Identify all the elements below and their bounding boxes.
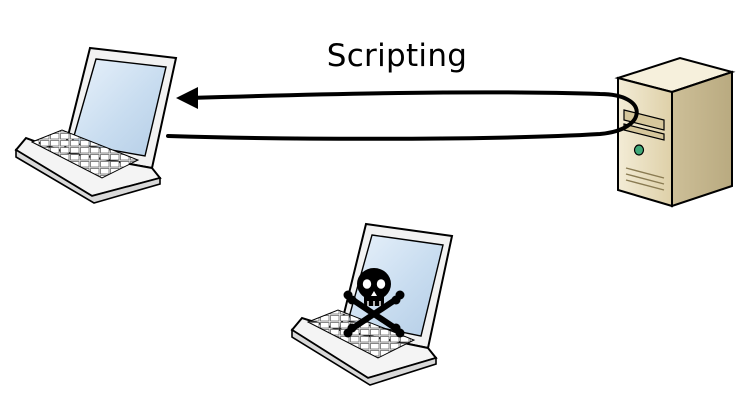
scripting-loop-arrow: [166, 87, 639, 141]
skull-crossbones-icon: [343, 268, 405, 338]
edge-label-scripting: Scripting: [326, 38, 468, 74]
arrowhead-icon: [176, 87, 198, 109]
client-laptop-icon: [14, 46, 178, 204]
attacker-laptop-icon: [290, 222, 454, 386]
server-tower-icon: [614, 56, 736, 208]
